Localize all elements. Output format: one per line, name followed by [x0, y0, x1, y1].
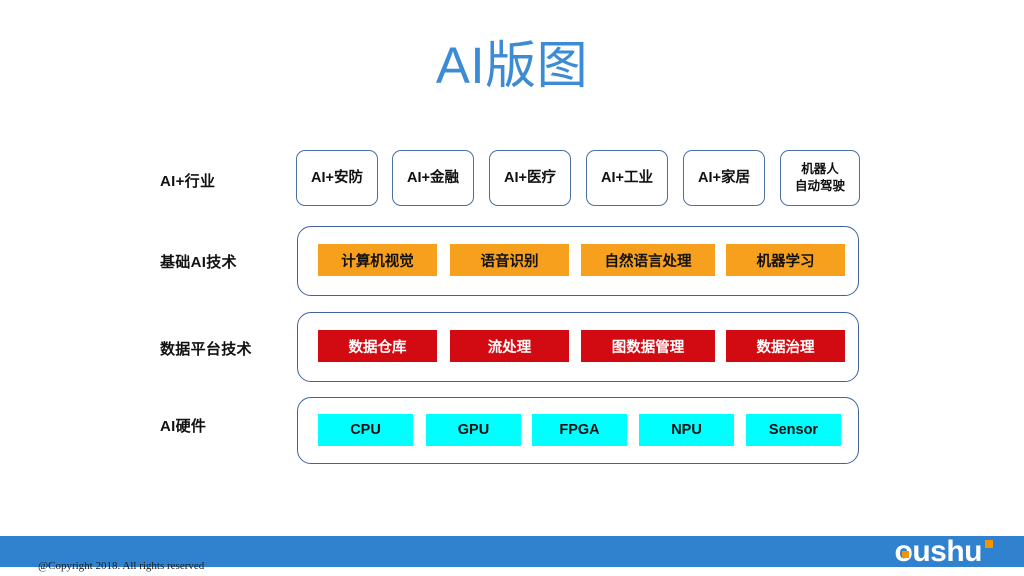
- row-label-ai-tech: 基础AI技术: [160, 254, 237, 271]
- industry-box-label-line2: 自动驾驶: [794, 179, 845, 193]
- industry-box-smarthome[interactable]: AI+家居: [683, 150, 765, 206]
- chip-gpu[interactable]: GPU: [426, 414, 521, 446]
- chip-cpu[interactable]: CPU: [318, 414, 413, 446]
- chip-graph-data-management[interactable]: 图数据管理: [581, 330, 715, 362]
- chip-label: 语音识别: [480, 253, 539, 270]
- industry-box-label: AI+家居: [698, 169, 750, 186]
- industry-box-industrial[interactable]: AI+工业: [586, 150, 668, 206]
- chip-label: CPU: [350, 422, 381, 438]
- chip-label: 流处理: [487, 339, 532, 356]
- chip-label: GPU: [457, 422, 490, 438]
- chip-label: 数据仓库: [348, 339, 407, 356]
- chip-nlp[interactable]: 自然语言处理: [581, 244, 715, 276]
- industry-box-finance[interactable]: AI+金融: [392, 150, 474, 206]
- chip-npu[interactable]: NPU: [639, 414, 734, 446]
- chip-sensor[interactable]: Sensor: [746, 414, 841, 446]
- chip-label: Sensor: [768, 422, 819, 438]
- industry-box-label: AI+工业: [601, 169, 653, 186]
- chip-stream-processing[interactable]: 流处理: [450, 330, 569, 362]
- industry-box-label: AI+金融: [407, 169, 459, 186]
- industry-box-label: AI+安防: [311, 169, 363, 186]
- footer-bar: [0, 536, 1024, 567]
- container-ai-tech: 计算机视觉 语音识别 自然语言处理 机器学习: [297, 226, 859, 296]
- container-hardware: CPU GPU FPGA NPU Sensor: [297, 397, 859, 464]
- chip-speech-recognition[interactable]: 语音识别: [450, 244, 569, 276]
- chip-label: 图数据管理: [611, 339, 685, 356]
- row-label-data-platform: 数据平台技术: [160, 341, 252, 358]
- chip-label: NPU: [671, 422, 702, 438]
- chip-computer-vision[interactable]: 计算机视觉: [318, 244, 437, 276]
- oushu-logo-wordmark: oushu: [894, 535, 983, 568]
- chip-label: FPGA: [559, 422, 600, 438]
- container-data-platform: 数据仓库 流处理 图数据管理 数据治理: [297, 312, 859, 382]
- logo-square-icon: [985, 540, 993, 548]
- industry-box-label: AI+医疗: [504, 169, 556, 186]
- chip-data-warehouse[interactable]: 数据仓库: [318, 330, 437, 362]
- chip-label: 计算机视觉: [341, 253, 414, 270]
- industry-box-security[interactable]: AI+安防: [296, 150, 378, 206]
- chip-data-governance[interactable]: 数据治理: [726, 330, 845, 362]
- row-label-hardware: AI硬件: [160, 418, 207, 435]
- oushu-logo: oushu: [894, 535, 993, 568]
- industry-box-medical[interactable]: AI+医疗: [489, 150, 571, 206]
- copyright-text: @Copyright 2018. All rights reserved: [38, 560, 205, 572]
- oushu-logo-text: oushu: [894, 535, 993, 568]
- chip-label: 机器学习: [756, 253, 815, 270]
- industry-box-label: 机器人 自动驾驶: [795, 161, 845, 195]
- industry-box-label-line1: 机器人: [801, 162, 839, 176]
- logo-dot-icon: [901, 551, 909, 558]
- chip-machine-learning[interactable]: 机器学习: [726, 244, 845, 276]
- chip-label: 自然语言处理: [604, 253, 692, 270]
- row-industry: AI+行业 AI+安防 AI+金融 AI+医疗 AI+工业 AI+家居 机器人 …: [0, 150, 1024, 210]
- row-label-industry: AI+行业: [160, 173, 216, 190]
- industry-box-robotics-autodriving[interactable]: 机器人 自动驾驶: [780, 150, 860, 206]
- page-title: AI版图: [435, 37, 589, 94]
- chip-fpga[interactable]: FPGA: [532, 414, 627, 446]
- chip-label: 数据治理: [756, 339, 815, 356]
